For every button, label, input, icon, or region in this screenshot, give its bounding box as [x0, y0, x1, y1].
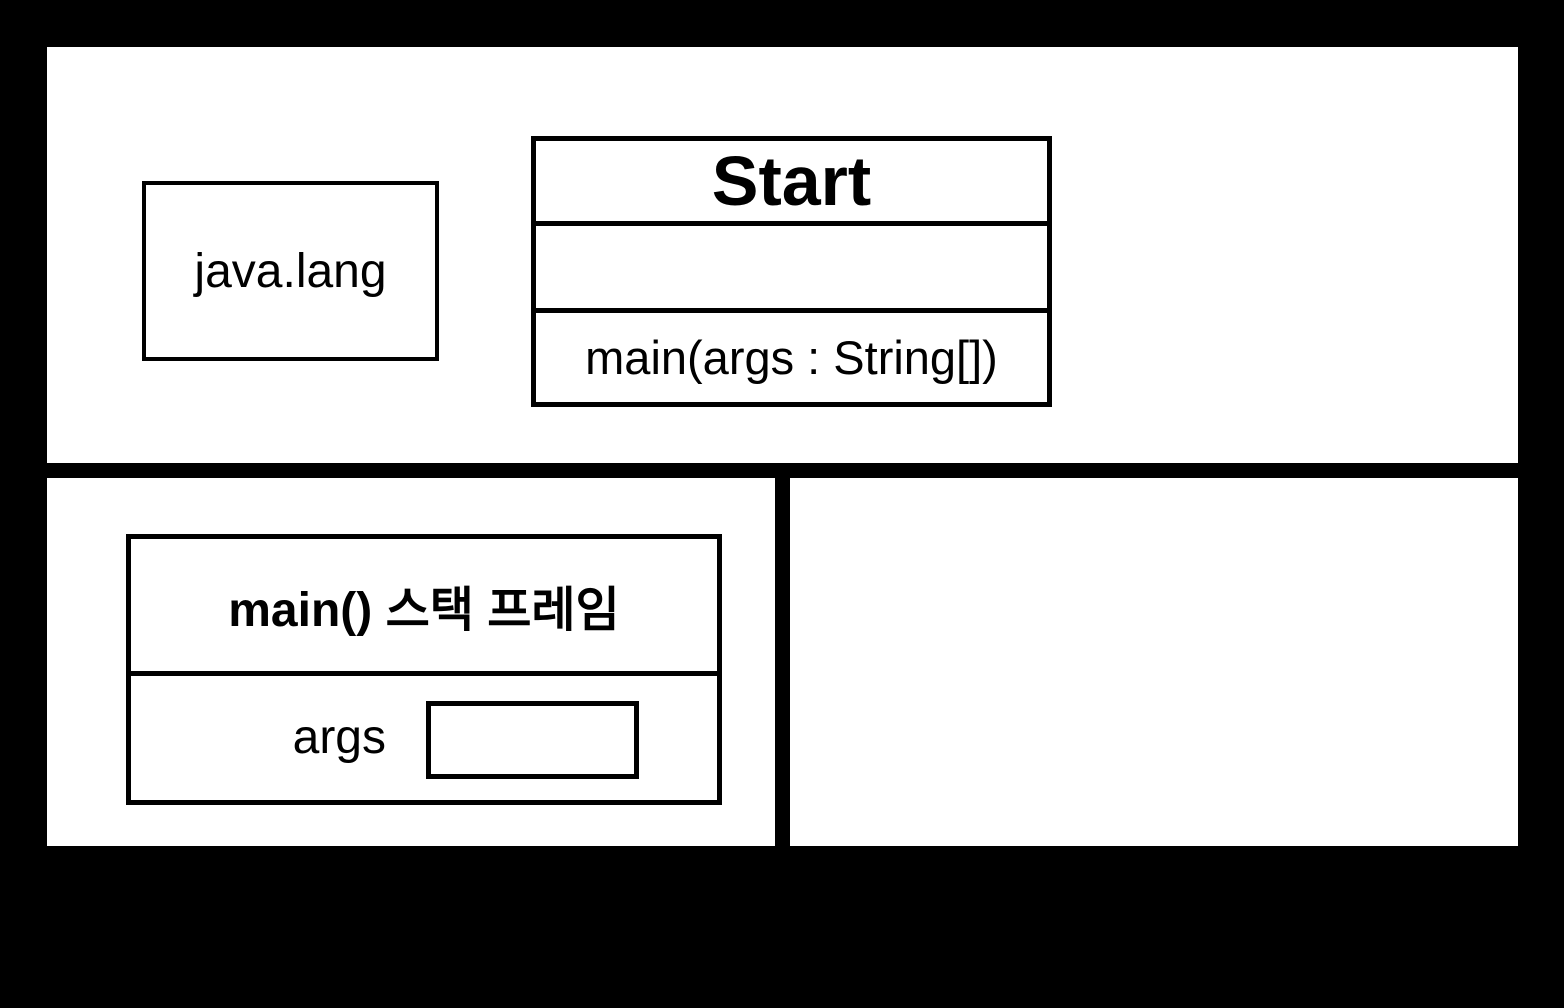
args-variable-label: args — [292, 711, 386, 764]
args-value-slot — [426, 701, 639, 779]
class-methods-compartment: main(args : String[]) — [536, 313, 1047, 402]
java-lang-package-box: java.lang — [142, 181, 439, 361]
class-title: Start — [536, 141, 1047, 226]
package-label: java.lang — [194, 244, 387, 298]
stack-frame-body: args — [131, 676, 717, 800]
start-class-box: Start main(args : String[]) — [531, 136, 1052, 407]
bottom-right-panel — [786, 474, 1522, 850]
class-attributes-compartment — [536, 226, 1047, 313]
class-method-label: main(args : String[]) — [585, 331, 998, 384]
top-panel: java.lang Start main(args : String[]) — [43, 43, 1522, 467]
bottom-left-panel: main() 스택 프레임 args — [43, 474, 779, 850]
main-stack-frame-box: main() 스택 프레임 args — [126, 534, 722, 805]
stack-frame-title: main() 스택 프레임 — [131, 539, 717, 676]
